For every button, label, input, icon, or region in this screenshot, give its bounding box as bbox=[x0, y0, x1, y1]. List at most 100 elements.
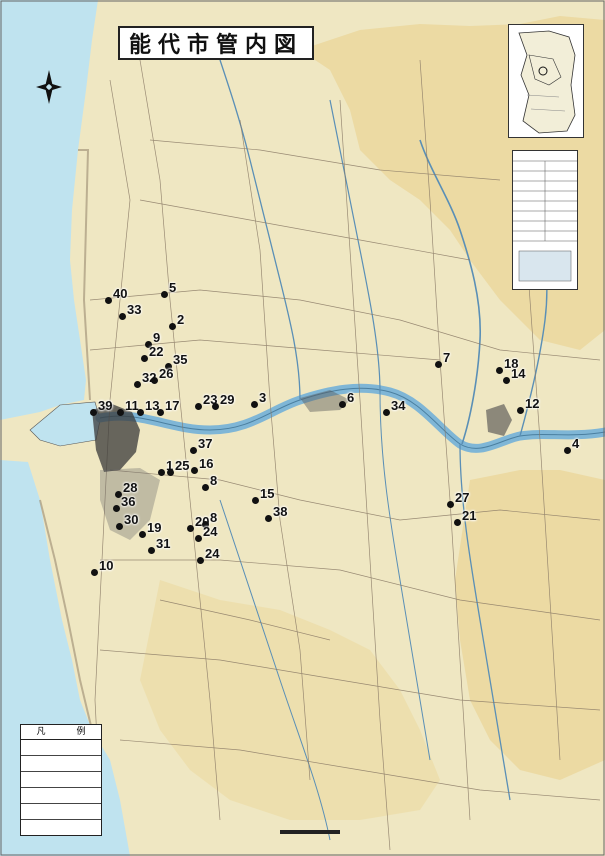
suburb bbox=[100, 468, 160, 540]
location-marker-dot[interactable] bbox=[145, 341, 152, 348]
location-marker-dot[interactable] bbox=[190, 447, 197, 454]
location-marker-label[interactable]: 29 bbox=[220, 392, 235, 407]
location-marker-label[interactable]: 26 bbox=[159, 366, 174, 381]
location-marker-label[interactable]: 6 bbox=[347, 390, 355, 405]
location-marker-dot[interactable] bbox=[141, 355, 148, 362]
location-marker-label[interactable]: 1 bbox=[166, 458, 174, 473]
locator-inset-map bbox=[508, 24, 584, 138]
harbor bbox=[29, 401, 101, 447]
location-marker-dot[interactable] bbox=[119, 313, 126, 320]
legend-row bbox=[21, 804, 101, 820]
location-marker-label[interactable]: 5 bbox=[169, 280, 177, 295]
location-marker-dot[interactable] bbox=[139, 531, 146, 538]
info-table bbox=[512, 150, 578, 290]
legend-row bbox=[21, 756, 101, 772]
location-marker-label[interactable]: 22 bbox=[149, 344, 164, 359]
location-marker-dot[interactable] bbox=[148, 547, 155, 554]
location-marker-label[interactable]: 36 bbox=[121, 494, 136, 509]
location-marker-label[interactable]: 33 bbox=[127, 302, 142, 317]
location-marker-dot[interactable] bbox=[167, 469, 174, 476]
hills-east bbox=[455, 470, 605, 780]
location-marker-dot[interactable] bbox=[383, 409, 390, 416]
location-marker-dot[interactable] bbox=[517, 407, 524, 414]
location-marker-label[interactable]: 15 bbox=[260, 486, 275, 501]
legend-row bbox=[21, 740, 101, 756]
location-marker-label[interactable]: 24 bbox=[203, 524, 218, 539]
location-marker-label[interactable]: 38 bbox=[273, 504, 288, 519]
location-marker-dot[interactable] bbox=[113, 505, 120, 512]
location-marker-dot[interactable] bbox=[165, 363, 172, 370]
location-marker-dot[interactable] bbox=[195, 535, 202, 542]
location-marker-dot[interactable] bbox=[90, 409, 97, 416]
location-marker-label[interactable]: 7 bbox=[443, 350, 451, 365]
location-marker-label[interactable]: 14 bbox=[511, 366, 526, 381]
legend-header: 凡 例 bbox=[21, 725, 101, 740]
location-marker-dot[interactable] bbox=[187, 525, 194, 532]
location-marker-dot[interactable] bbox=[195, 403, 202, 410]
location-marker-dot[interactable] bbox=[202, 484, 209, 491]
location-marker-label[interactable]: 8 bbox=[210, 473, 218, 488]
location-marker-dot[interactable] bbox=[117, 409, 124, 416]
location-marker-label[interactable]: 13 bbox=[145, 398, 160, 413]
location-marker-label[interactable]: 2 bbox=[177, 312, 185, 327]
location-marker-label[interactable]: 40 bbox=[113, 286, 128, 301]
location-marker-label[interactable]: 21 bbox=[462, 508, 477, 523]
location-marker-label[interactable]: 11 bbox=[125, 398, 139, 413]
location-marker-label[interactable]: 10 bbox=[99, 558, 114, 573]
location-marker-label[interactable]: 28 bbox=[123, 480, 138, 495]
map-title: 能代市管内図 bbox=[118, 26, 314, 60]
sea bbox=[0, 0, 98, 420]
location-marker-label[interactable]: 9 bbox=[153, 330, 161, 345]
location-marker-label[interactable]: 30 bbox=[124, 512, 139, 527]
hills-south bbox=[140, 580, 440, 820]
location-marker-dot[interactable] bbox=[265, 515, 272, 522]
location-marker-label[interactable]: 34 bbox=[391, 398, 406, 413]
location-marker-dot[interactable] bbox=[197, 557, 204, 564]
legend-row bbox=[21, 788, 101, 804]
location-marker-dot[interactable] bbox=[116, 523, 123, 530]
location-marker-label[interactable]: 4 bbox=[572, 436, 580, 451]
location-marker-dot[interactable] bbox=[137, 409, 144, 416]
location-marker-dot[interactable] bbox=[202, 521, 209, 528]
scale-bar bbox=[280, 830, 340, 834]
location-marker-dot[interactable] bbox=[158, 469, 165, 476]
location-marker-label[interactable]: 18 bbox=[504, 356, 519, 371]
location-marker-dot[interactable] bbox=[161, 291, 168, 298]
location-marker-dot[interactable] bbox=[115, 491, 122, 498]
location-marker-dot[interactable] bbox=[251, 401, 258, 408]
legend-header-right: 例 bbox=[76, 727, 86, 737]
location-marker-dot[interactable] bbox=[91, 569, 98, 576]
legend-header-left: 凡 bbox=[36, 727, 46, 737]
location-marker-label[interactable]: 8 bbox=[210, 510, 218, 525]
location-marker-label[interactable]: 35 bbox=[173, 352, 188, 367]
location-marker-dot[interactable] bbox=[447, 501, 454, 508]
location-marker-dot[interactable] bbox=[151, 377, 158, 384]
location-marker-dot[interactable] bbox=[212, 403, 219, 410]
location-marker-label[interactable]: 31 bbox=[156, 536, 171, 551]
location-marker-label[interactable]: 37 bbox=[198, 436, 213, 451]
legend-row bbox=[21, 820, 101, 835]
location-marker-label[interactable]: 3 bbox=[259, 390, 267, 405]
location-marker-dot[interactable] bbox=[503, 377, 510, 384]
location-marker-dot[interactable] bbox=[169, 323, 176, 330]
location-marker-dot[interactable] bbox=[564, 447, 571, 454]
location-marker-label[interactable]: 25 bbox=[175, 458, 190, 473]
location-marker-dot[interactable] bbox=[105, 297, 112, 304]
location-marker-label[interactable]: 19 bbox=[147, 520, 162, 535]
location-marker-dot[interactable] bbox=[191, 467, 198, 474]
location-marker-dot[interactable] bbox=[252, 497, 259, 504]
legend-row bbox=[21, 772, 101, 788]
location-marker-dot[interactable] bbox=[339, 401, 346, 408]
location-marker-dot[interactable] bbox=[435, 361, 442, 368]
location-marker-dot[interactable] bbox=[496, 367, 503, 374]
location-marker-label[interactable]: 27 bbox=[455, 490, 470, 505]
location-marker-label[interactable]: 39 bbox=[98, 398, 113, 413]
location-marker-dot[interactable] bbox=[134, 381, 141, 388]
location-marker-label[interactable]: 16 bbox=[199, 456, 214, 471]
north-arrow-icon bbox=[36, 70, 62, 104]
location-marker-label[interactable]: 12 bbox=[525, 396, 540, 411]
location-marker-dot[interactable] bbox=[454, 519, 461, 526]
location-marker-label[interactable]: 24 bbox=[205, 546, 220, 561]
location-marker-dot[interactable] bbox=[157, 409, 164, 416]
location-marker-label[interactable]: 17 bbox=[165, 398, 180, 413]
